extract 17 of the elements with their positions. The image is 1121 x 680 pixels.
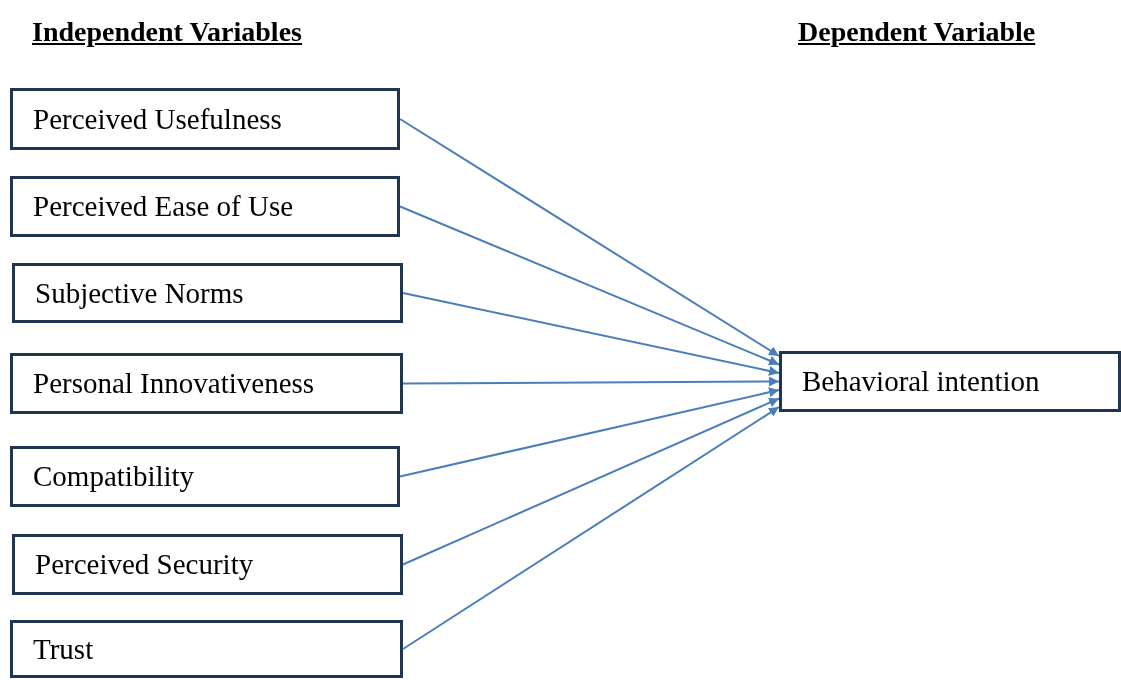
variable-box: Personal Innovativeness	[10, 353, 403, 414]
arrow	[399, 118, 780, 357]
variable-box: Compatibility	[10, 446, 400, 507]
arrow	[402, 292, 780, 376]
variable-box: Trust	[10, 620, 403, 678]
arrow	[402, 397, 780, 566]
arrow	[399, 205, 780, 366]
variable-box: Behavioral intention	[779, 351, 1121, 412]
arrow	[402, 376, 780, 387]
variable-box: Perceived Ease of Use	[10, 176, 400, 237]
column-heading: Independent Variables	[32, 16, 302, 48]
arrow	[402, 406, 780, 650]
variable-box: Perceived Security	[12, 534, 403, 595]
variable-box: Subjective Norms	[12, 263, 403, 323]
column-heading: Dependent Variable	[798, 16, 1036, 48]
variable-box: Perceived Usefulness	[10, 88, 400, 150]
arrow	[399, 387, 780, 478]
